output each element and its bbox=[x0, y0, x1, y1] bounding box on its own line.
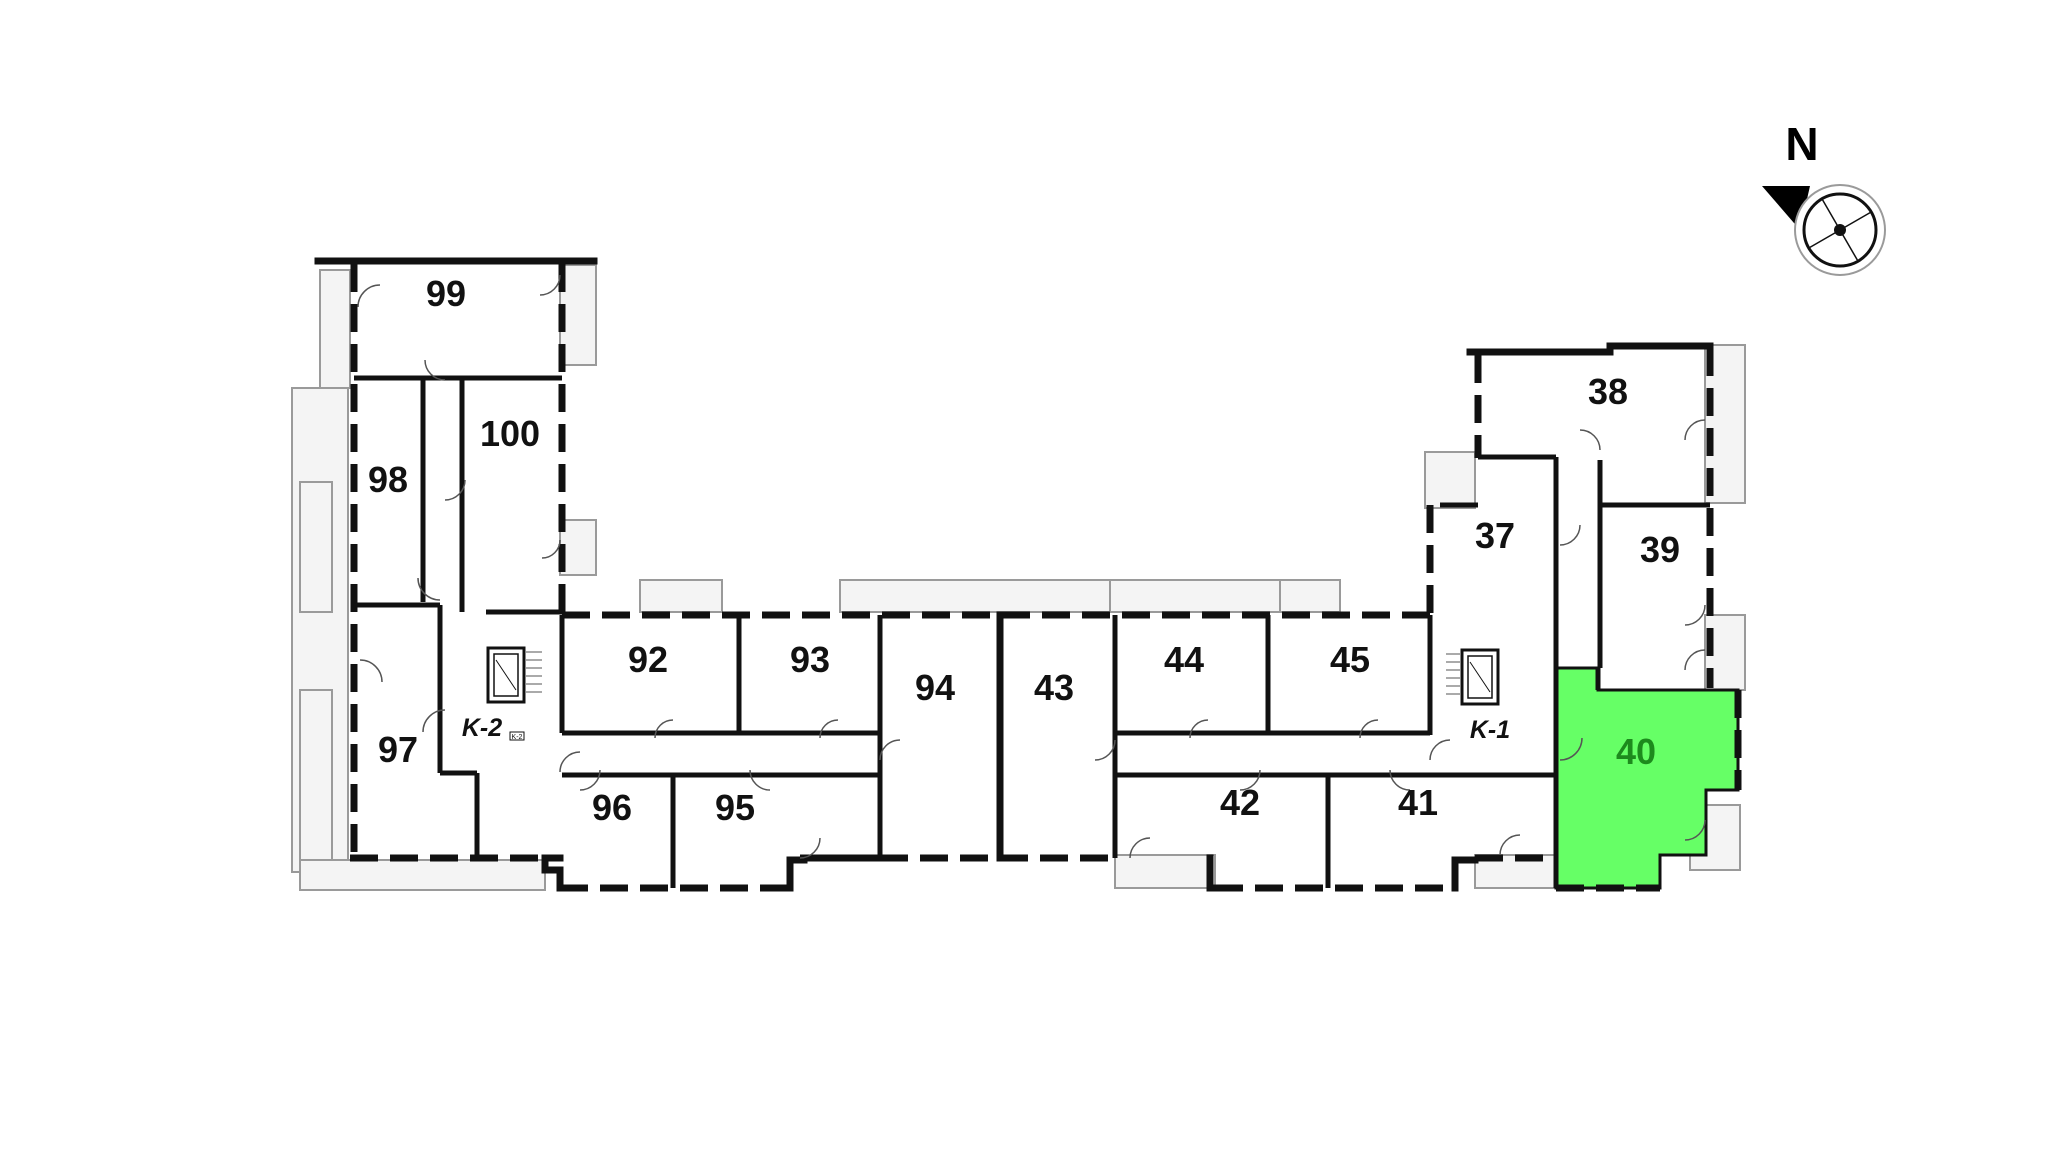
compass-center-dot bbox=[1834, 224, 1846, 236]
unit-44-label[interactable]: 44 bbox=[1164, 639, 1204, 680]
unit-100-label[interactable]: 100 bbox=[480, 413, 540, 454]
unit-98-label[interactable]: 98 bbox=[368, 459, 408, 500]
unit-43-label[interactable]: 43 bbox=[1034, 667, 1074, 708]
unit-41-label[interactable]: 41 bbox=[1398, 782, 1438, 823]
unit-45-label[interactable]: 45 bbox=[1330, 639, 1370, 680]
stair-labels: K-2 K-2 K-1 bbox=[462, 714, 1510, 744]
compass-inner-ring bbox=[1802, 192, 1878, 268]
unit-94-label[interactable]: 94 bbox=[915, 667, 955, 708]
unit-92-label[interactable]: 92 bbox=[628, 639, 668, 680]
stair-k2-small-label: K-2 bbox=[512, 734, 523, 741]
unit-96-label[interactable]: 96 bbox=[592, 787, 632, 828]
stairwell-k2 bbox=[486, 646, 542, 741]
stairwell-k1 bbox=[1446, 648, 1500, 706]
unit-99-label[interactable]: 99 bbox=[426, 273, 466, 314]
unit-38-label[interactable]: 38 bbox=[1588, 371, 1628, 412]
unit-95-label[interactable]: 95 bbox=[715, 787, 755, 828]
interior-walls bbox=[354, 375, 1710, 888]
stair-k1-label: K-1 bbox=[1470, 716, 1510, 744]
unit-labels: 99 100 98 97 92 93 94 96 95 43 44 45 42 … bbox=[368, 273, 1680, 828]
stair-k2-label: K-2 bbox=[462, 714, 502, 742]
door-swings bbox=[357, 274, 1706, 859]
unit-97-label[interactable]: 97 bbox=[378, 729, 418, 770]
north-compass: N bbox=[1762, 118, 1886, 276]
unit-37-label[interactable]: 37 bbox=[1475, 515, 1515, 556]
exterior-walls bbox=[314, 257, 1742, 892]
unit-93-label[interactable]: 93 bbox=[790, 639, 830, 680]
unit-42-label[interactable]: 42 bbox=[1220, 782, 1260, 823]
north-label: N bbox=[1785, 118, 1818, 170]
unit-39-label[interactable]: 39 bbox=[1640, 529, 1680, 570]
balconies bbox=[291, 264, 1746, 891]
unit-40-label[interactable]: 40 bbox=[1616, 731, 1656, 772]
